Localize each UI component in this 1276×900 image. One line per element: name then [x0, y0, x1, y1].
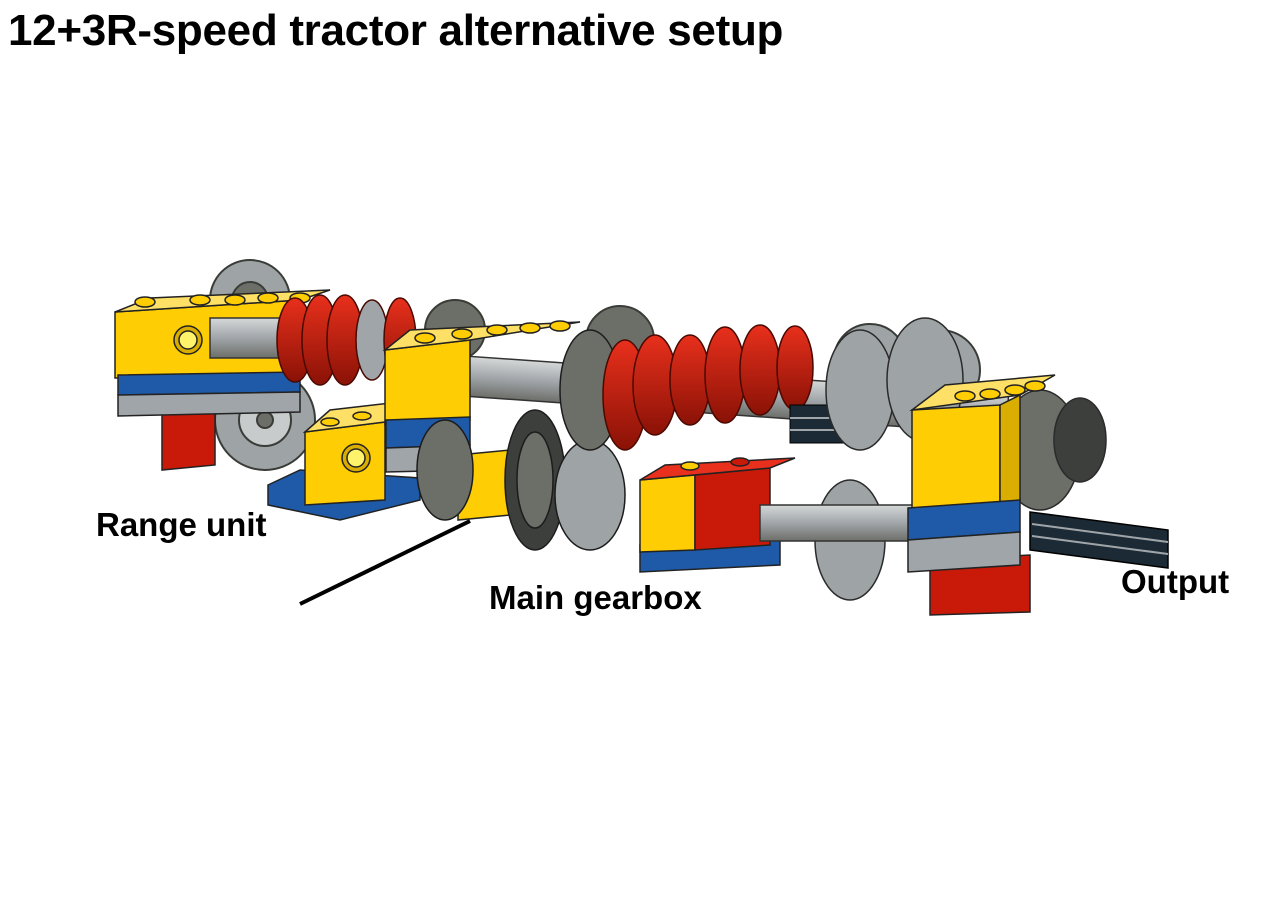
- clutch-gear-right: [602, 324, 814, 451]
- lower-axle: [759, 504, 921, 542]
- gear-icon: [256, 411, 274, 429]
- gear-icon: [825, 329, 895, 451]
- main-gearbox-label: Main gearbox: [489, 579, 702, 616]
- gear-icon: [554, 439, 626, 551]
- output-end-brick: [907, 374, 1056, 616]
- output-axle: [1029, 511, 1169, 569]
- range-unit-label: Range unit: [96, 506, 267, 543]
- gear-icon: [516, 431, 554, 529]
- gear-icon: [416, 419, 474, 521]
- range-unit-lower-brick: [267, 401, 421, 521]
- gear-icon: [1053, 397, 1107, 483]
- output-label: Output: [1121, 563, 1230, 600]
- main-gearbox-lower-brick: [639, 457, 796, 573]
- diagram-title: 12+3R-speed tractor alternative setup: [8, 6, 784, 55]
- leader-line: [299, 519, 471, 606]
